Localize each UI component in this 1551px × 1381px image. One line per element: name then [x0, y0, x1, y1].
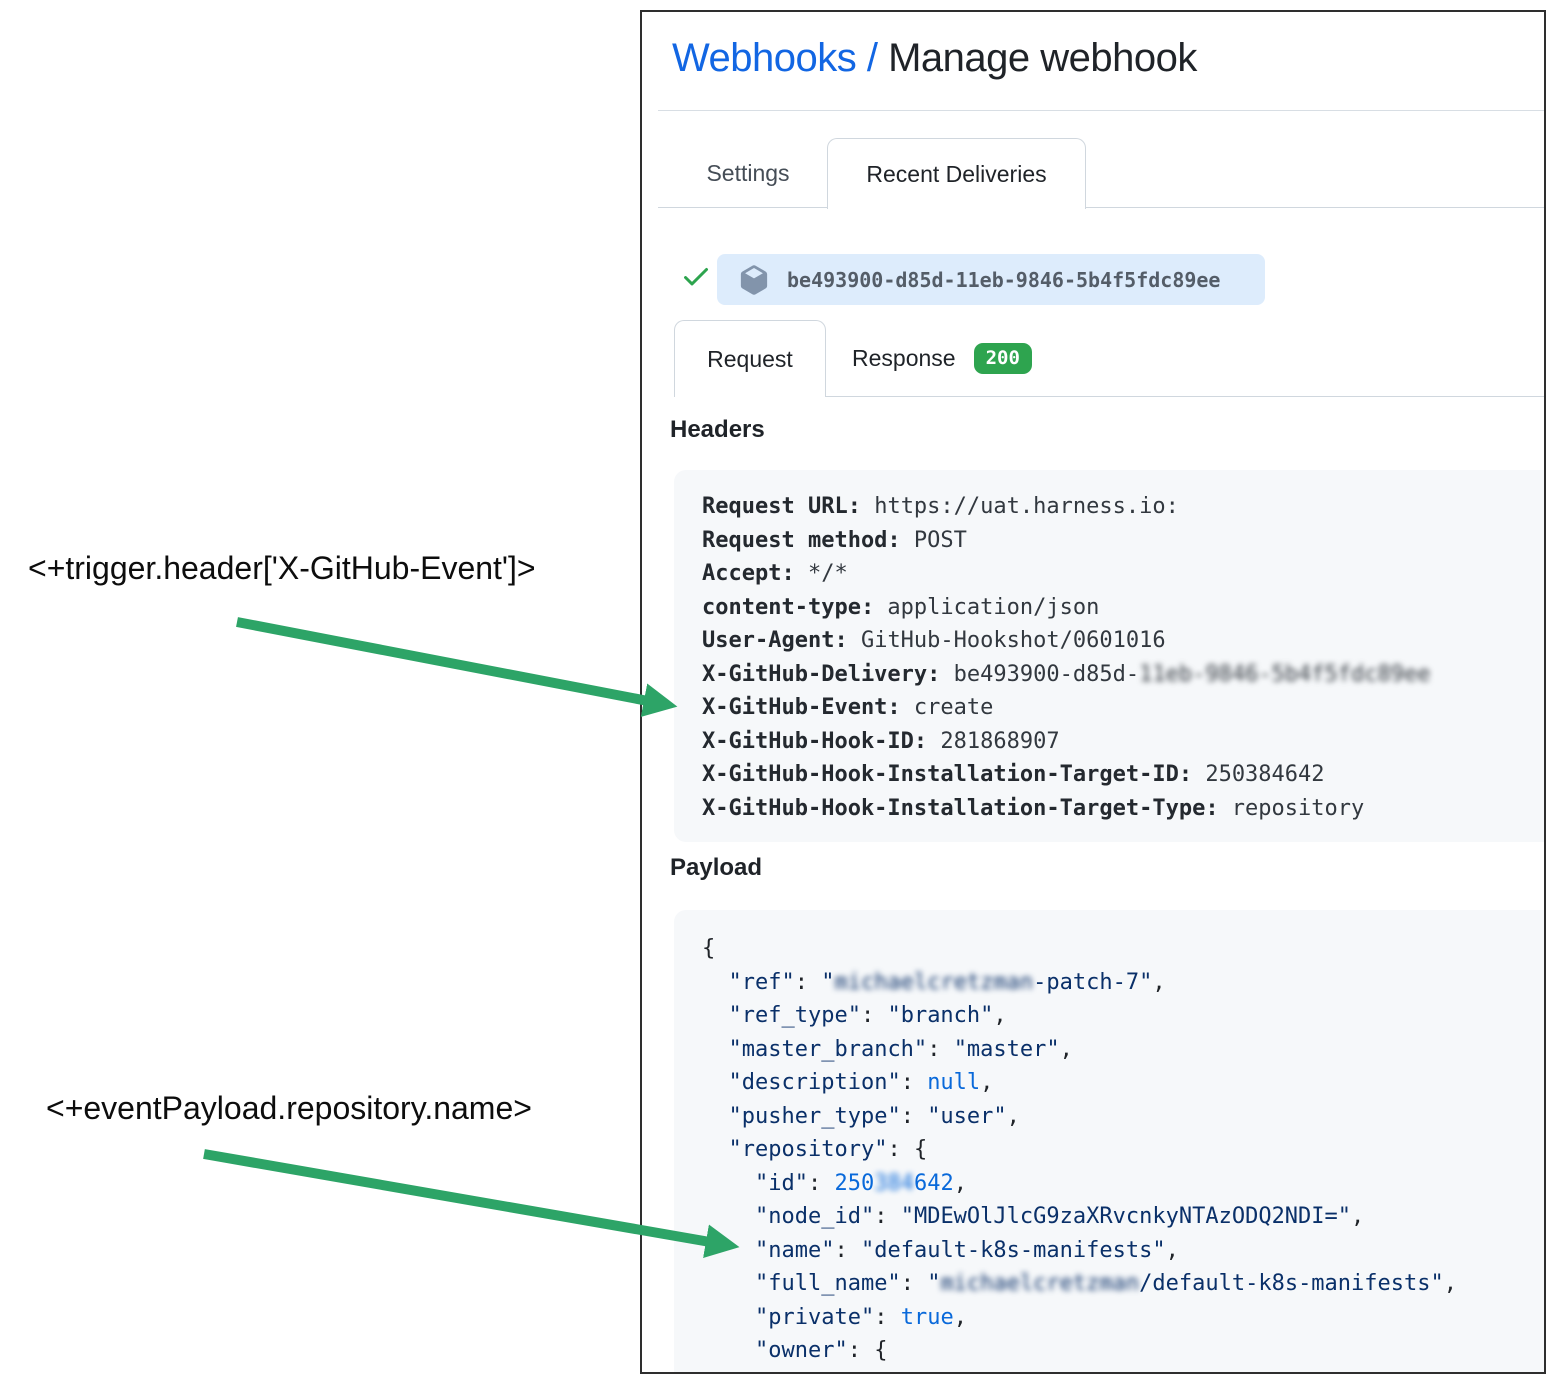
redacted-text: michaelcretzman [940, 1271, 1140, 1296]
redacted-text: 384 [874, 1170, 914, 1196]
payload-line: "private": true, [754, 1304, 967, 1330]
payload-line: "ref": "michaelcretzman-patch-7", [728, 969, 1166, 995]
header-row: X-GitHub-Event: create [702, 695, 994, 720]
delivery-guid: be493900-d85d-11eb-9846-5b4f5fdc89ee [787, 267, 1221, 292]
payload-line: "pusher_type": "user", [728, 1103, 1020, 1129]
delivery-guid-pill[interactable]: be493900-d85d-11eb-9846-5b4f5fdc89ee [717, 254, 1265, 305]
header-row: X-GitHub-Hook-Installation-Target-Type: … [702, 795, 1365, 821]
header-row: Accept: */* [702, 561, 848, 586]
header-row: Request URL: https://uat.harness.io: [702, 494, 1179, 519]
header-row: X-GitHub-Hook-Installation-Target-ID: 25… [702, 762, 1325, 787]
breadcrumb: Webhooks / Manage webhook [672, 36, 1197, 81]
payload-line: "master_branch": "master", [728, 1036, 1073, 1062]
header-row: content-type: application/json [702, 594, 1100, 620]
check-icon [680, 260, 712, 292]
package-icon [740, 264, 768, 295]
tab-settings[interactable]: Settings [706, 160, 790, 186]
redacted-text: 11eb-9846-5b4f5fdc89ee [1139, 661, 1431, 687]
payload-line: "owner": { [754, 1338, 888, 1363]
payload-line: "full_name": "michaelcretzman/default-k8… [754, 1271, 1458, 1296]
annotation-event-payload-expression: <+eventPayload.repository.name> [46, 1090, 532, 1126]
payload-line: "repository": { [728, 1137, 928, 1162]
payload-line: "id": 250384642, [754, 1170, 967, 1196]
arrow-to-x-github-event [236, 617, 678, 717]
headers-section-title: Headers [670, 416, 765, 443]
webhook-panel: Webhooks / Manage webhook Settings Recen… [640, 10, 1546, 1374]
header-row: Request method: POST [702, 527, 967, 553]
tab-response-label: Response [852, 345, 956, 371]
webhooks-breadcrumb-link[interactable]: Webhooks / [672, 36, 889, 80]
payload-line: { [702, 936, 716, 961]
header-row: User-Agent: GitHub-Hookshot/0601016 [702, 628, 1166, 653]
tab-response[interactable]: Response 200 [852, 320, 1032, 397]
tabnav-divider [658, 207, 1544, 208]
payload-line: "description": null, [728, 1070, 994, 1095]
headers-code-box: Request URL: https://uat.harness.io: Requ… [674, 470, 1544, 842]
payload-line: "ref_type": "branch", [728, 1003, 1007, 1028]
arrow-to-repository-name [203, 1149, 740, 1259]
redacted-text: michaelcretzman [834, 969, 1034, 995]
header-row: X-GitHub-Delivery: be493900-d85d-11eb-98… [702, 661, 1431, 687]
page-title: Manage webhook [888, 36, 1197, 80]
response-status-badge: 200 [973, 343, 1032, 374]
header-row: X-GitHub-Hook-ID: 281868907 [702, 728, 1060, 754]
annotation-trigger-header-expression: <+trigger.header['X-GitHub-Event']> [28, 550, 536, 586]
title-divider [658, 110, 1544, 111]
tab-recent-deliveries[interactable]: Recent Deliveries [827, 138, 1086, 209]
subtabnav-divider [674, 396, 1544, 397]
payload-line: "name": "default-k8s-manifests", [754, 1237, 1179, 1263]
payload-section-title: Payload [670, 854, 763, 881]
payload-line: "node_id": "MDEwOlJlcG9zaXRvcnkyNTAzODQ2… [754, 1204, 1365, 1229]
payload-code-box: { "ref": "michaelcretzman-patch-7", "ref… [674, 910, 1544, 1372]
tab-request[interactable]: Request [674, 320, 826, 397]
